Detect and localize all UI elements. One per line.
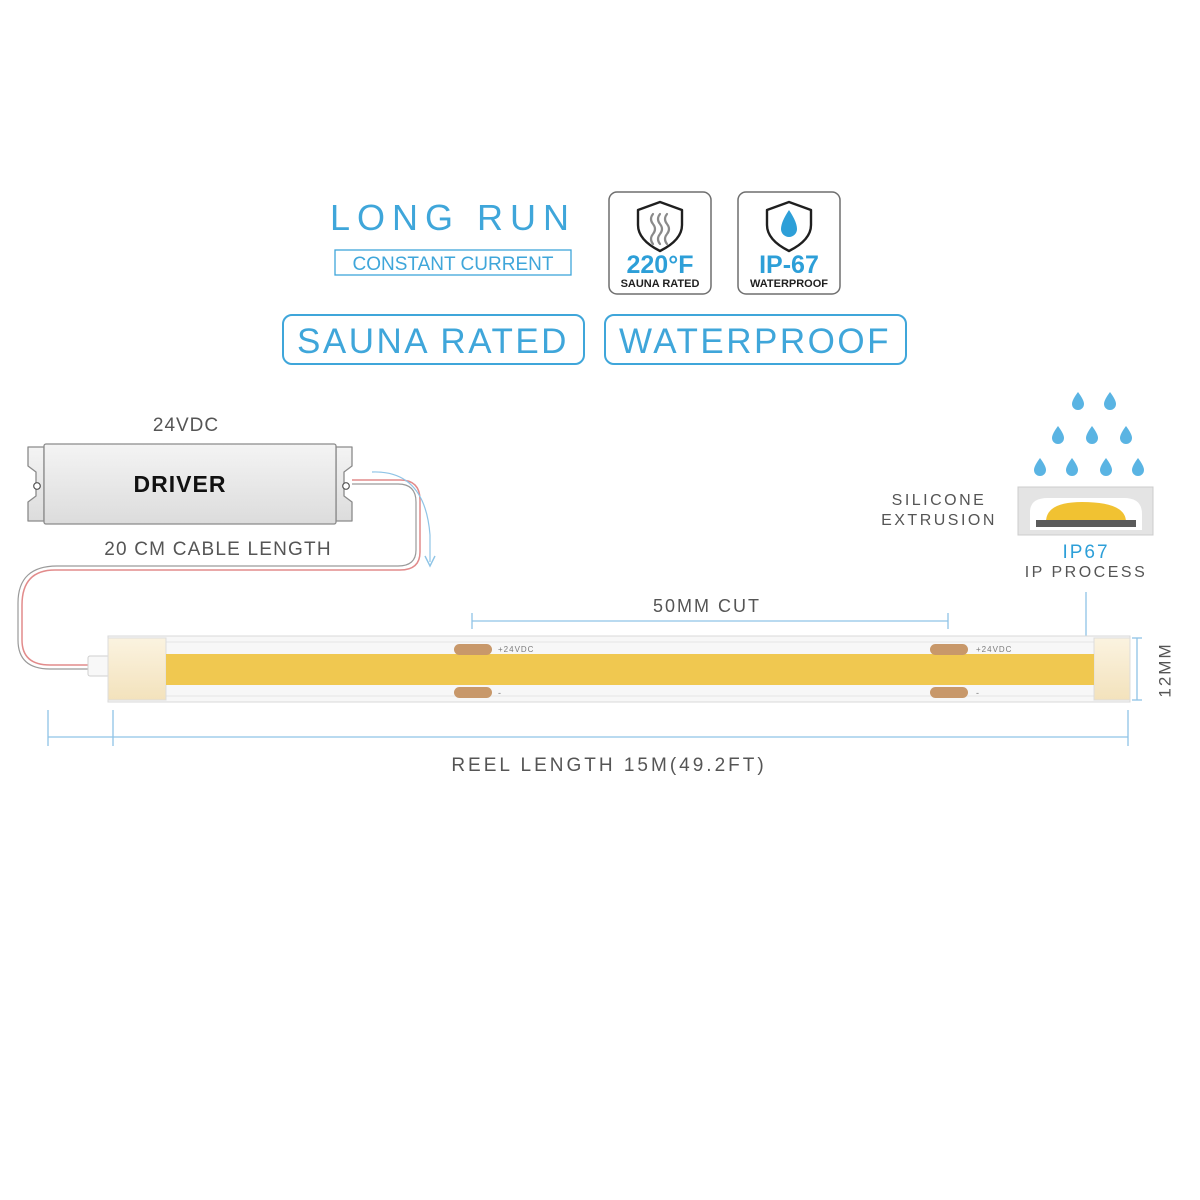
shield-water-drop-icon	[765, 200, 813, 253]
screw-icon	[342, 482, 350, 490]
sauna-rated-badge: 220°F SAUNA RATED	[608, 191, 712, 295]
silicone-extrusion-line1: SILICONE	[892, 492, 987, 509]
width-dimension	[1132, 637, 1142, 701]
driver-voltage: 24VDC	[153, 415, 219, 436]
cut-dimension	[471, 613, 949, 629]
silicone-extrusion-line2: EXTRUSION	[881, 512, 997, 529]
cable-arrow-icon	[371, 471, 431, 562]
end-cap-left	[107, 637, 167, 701]
subtitle-frame	[334, 249, 572, 276]
screw-icon	[33, 482, 41, 490]
copper-pad	[930, 644, 968, 655]
pad-minus-label: -	[976, 688, 979, 698]
copper-pad	[454, 687, 492, 698]
silicone-profile-icon	[1017, 486, 1154, 536]
waterproof-pill-frame	[604, 314, 907, 365]
reel-dimension	[47, 710, 1129, 746]
led-band	[166, 654, 1094, 685]
sauna-rated-pill-frame	[282, 314, 585, 365]
pad-plus-label: +24VDC	[976, 645, 1012, 654]
pad-minus-label: -	[498, 688, 501, 698]
driver-label: DRIVER	[134, 471, 227, 497]
water-drops-icon	[1034, 392, 1144, 476]
shield-heat-icon	[636, 200, 684, 253]
waterproof-badge: IP-67 WATERPROOF	[737, 191, 841, 295]
copper-pad	[454, 644, 492, 655]
waterproof-pill: WATERPROOF	[619, 322, 891, 361]
ip-process-label: IP PROCESS	[1025, 564, 1148, 581]
ip-badge-value: IP-67	[759, 251, 819, 279]
ip-badge-caption: WATERPROOF	[750, 278, 828, 290]
sauna-badge-caption: SAUNA RATED	[621, 278, 700, 290]
driver-box: DRIVER	[27, 443, 353, 525]
sauna-badge-value: 220°F	[627, 251, 694, 279]
led-strip	[107, 635, 1131, 703]
width-label: 12MM	[1155, 642, 1174, 697]
sauna-rated-pill: SAUNA RATED	[297, 322, 569, 361]
cut-length-label: 50MM CUT	[653, 596, 761, 616]
pad-plus-label: +24VDC	[498, 645, 534, 654]
copper-pad	[930, 687, 968, 698]
cable-length-label: 20 CM CABLE LENGTH	[104, 539, 332, 560]
end-cap-right	[1093, 637, 1131, 701]
title: LONG RUN	[330, 197, 576, 238]
reel-length-label: REEL LENGTH 15M(49.2FT)	[451, 755, 766, 776]
ip-rating-label: IP67	[1062, 542, 1109, 563]
subtitle: CONSTANT CURRENT	[353, 254, 554, 275]
